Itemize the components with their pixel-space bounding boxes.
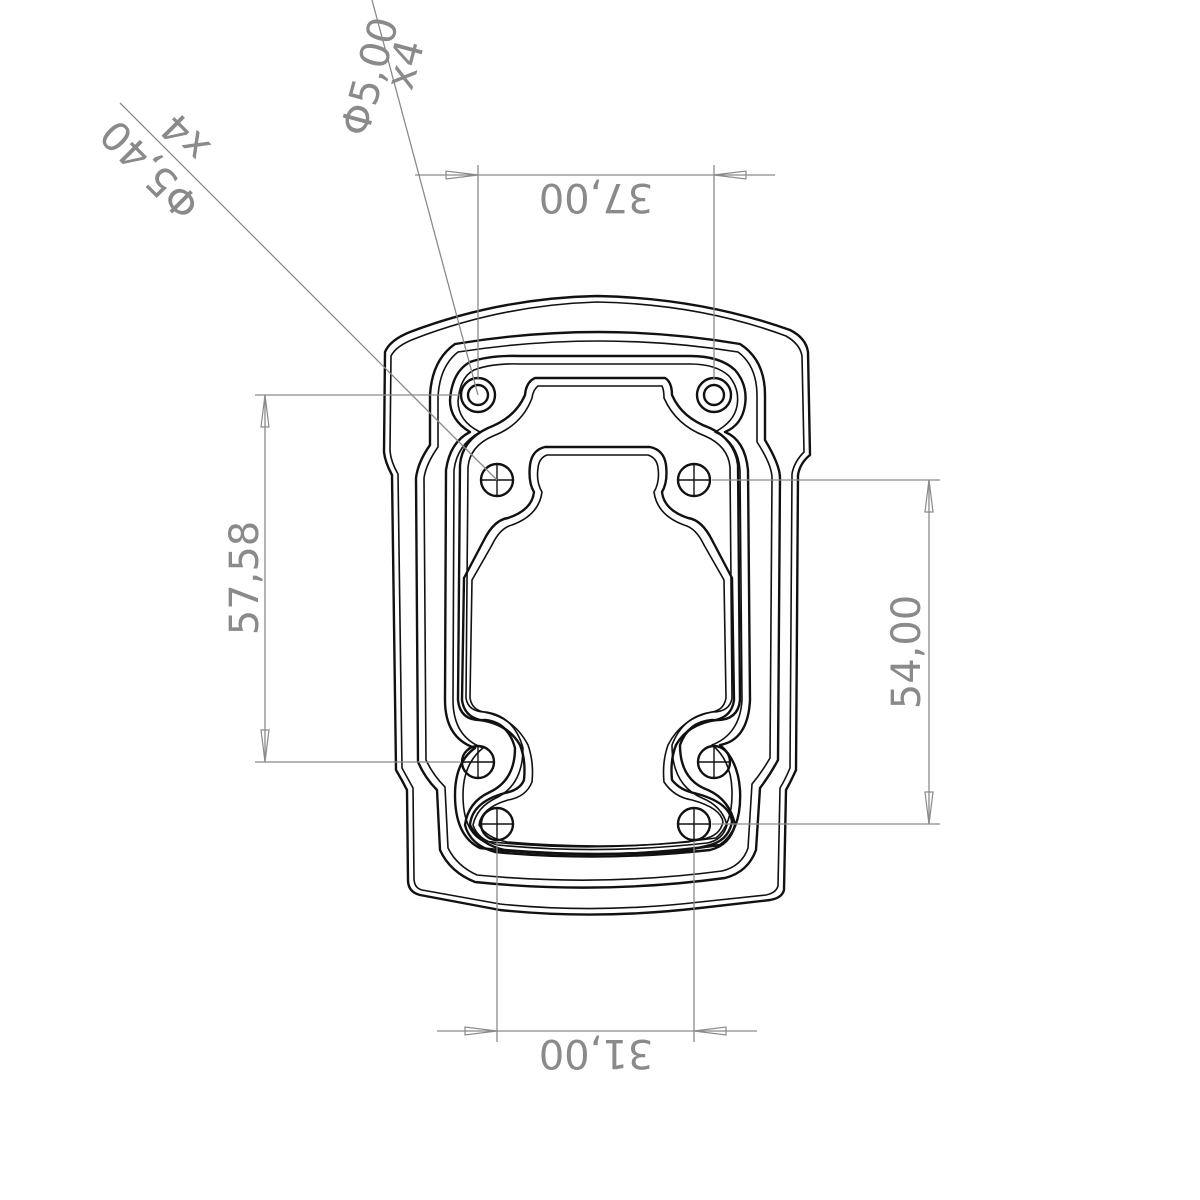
housing-outer-edge — [382, 294, 812, 916]
outer-hole-bottom-left — [460, 744, 496, 780]
dimension-bottom-width-label: 31,00 — [539, 1030, 654, 1076]
dimension-top-width-label: 37,00 — [539, 174, 654, 220]
central-pocket-outer — [460, 445, 736, 856]
seal-groove-inner — [452, 363, 743, 848]
flange-outer-inner — [423, 340, 773, 881]
inner-holes — [479, 462, 712, 842]
outer-hole-top-right — [695, 376, 733, 414]
dimension-right-height-label: 54,00 — [884, 595, 930, 710]
inner-hole-bottom-right — [676, 806, 712, 842]
housing-outer-edge-inner — [389, 301, 805, 910]
inner-hole-bottom-left — [479, 806, 515, 842]
outer-hole-bottom-right — [696, 744, 732, 780]
callout-outer-holes: Φ5,00 x4 — [333, 0, 479, 396]
central-pocket-inner — [469, 454, 727, 847]
dimension-left-height: 57,58 — [222, 394, 460, 763]
dimension-bottom-width: 31,00 — [437, 842, 757, 1076]
inner-rim-inner — [465, 385, 733, 851]
part-outline — [382, 294, 812, 916]
outer-holes — [459, 376, 733, 780]
inner-hole-top-right — [676, 462, 712, 498]
dimension-top-width: 37,00 — [415, 165, 775, 380]
flange-outer — [414, 330, 782, 889]
callout-inner-holes: Φ5,40 x4 — [92, 102, 498, 481]
seal-groove-outer — [443, 354, 752, 856]
dimension-right-height: 54,00 — [712, 479, 940, 825]
dimension-left-height-label: 57,58 — [222, 521, 268, 636]
inner-rim-outer — [456, 376, 742, 858]
